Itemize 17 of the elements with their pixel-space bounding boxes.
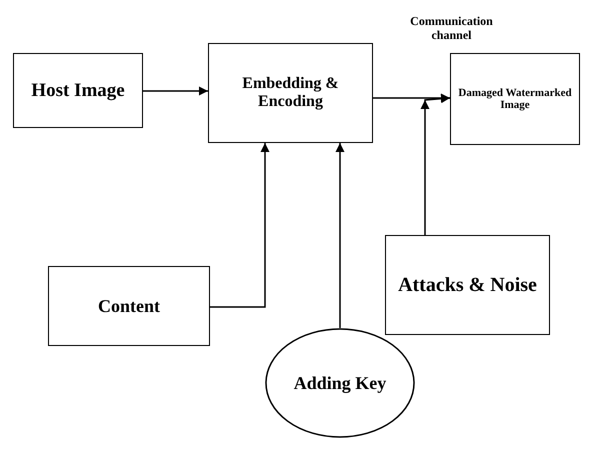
key-ellipse bbox=[265, 328, 415, 438]
process-box bbox=[208, 43, 373, 143]
arrow bbox=[420, 94, 450, 235]
process-box bbox=[13, 53, 143, 128]
node-label: Adding Key bbox=[294, 372, 386, 394]
node-label: Damaged Watermarked Image bbox=[457, 87, 573, 111]
arrow bbox=[143, 86, 208, 96]
node-label: Attacks & Noise bbox=[398, 274, 537, 296]
node-label: Host Image bbox=[31, 80, 125, 102]
arrow bbox=[210, 143, 270, 308]
arrow bbox=[373, 94, 450, 102]
node-label: Embedding & Encoding bbox=[241, 75, 340, 111]
process-box bbox=[450, 53, 580, 145]
node-label: Content bbox=[98, 296, 160, 316]
process-box bbox=[48, 266, 210, 346]
process-box bbox=[385, 235, 550, 335]
arrow bbox=[336, 143, 344, 328]
